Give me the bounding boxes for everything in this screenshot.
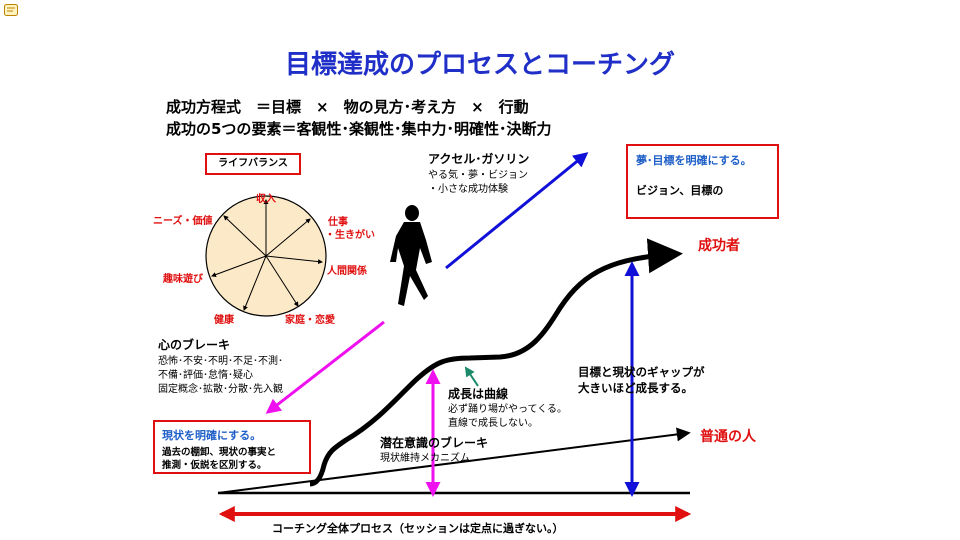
label-work: 仕事 (328, 217, 348, 228)
dream-heading: 夢･目標を明確にする。 (636, 154, 752, 167)
life-balance-box: ライフバランス (205, 153, 301, 175)
memo-icon[interactable] (4, 4, 18, 16)
label-purpose: ・生きがい (325, 230, 375, 241)
label-income: 収入 (256, 194, 276, 205)
success-equation: 成功方程式 ＝目標 × 物の見方･考え方 × 行動 (166, 98, 529, 116)
current-state-box: 現状を明確にする。 過去の棚卸、現状の事実と 推測・仮説を区別する。 (153, 420, 311, 474)
growth-line1: 必ず踊り場がやってくる。 (448, 404, 567, 415)
gap-line1: 目標と現状のギャップが (578, 365, 705, 379)
accelerator-block: アクセル･ガソリン やる気・夢・ビジョン ・小さな成功体験 (428, 150, 529, 197)
life-balance-title: ライフバランス (218, 158, 288, 169)
brake-heading: 心のブレーキ (158, 338, 231, 352)
label-health: 健康 (214, 315, 234, 326)
brake-line3: 固定概念･拡散･分散･先入観 (158, 384, 283, 395)
accelerator-line1: やる気・夢・ビジョン (428, 170, 528, 181)
gap-block: 目標と現状のギャップが 大きいほど成長する。 (578, 364, 705, 396)
success-label: 成功者 (698, 238, 740, 254)
process-label: コーチング全体プロセス（セッションは定点に過ぎない。） (272, 522, 564, 535)
current-heading: 現状を明確にする。 (162, 429, 262, 442)
label-hobby: 趣味遊び (163, 274, 203, 285)
life-balance-wheel (205, 195, 327, 317)
subconscious-line1: 現状維持メカニズム (380, 453, 470, 464)
brake-arrow (265, 320, 385, 414)
label-relationships: 人間関係 (327, 266, 367, 277)
brake-block: 心のブレーキ 恐怖･不安･不明･不足･不測･ 不備･評価･怠惰･疑心 固定概念･… (158, 336, 283, 397)
label-needs: ニーズ・価値 (153, 216, 213, 227)
brake-line2: 不備･評価･怠惰･疑心 (158, 370, 253, 381)
dream-line2: ビジョン、目標の (636, 184, 724, 197)
dream-box: 夢･目標を明確にする。 ビジョン、目標の (626, 144, 779, 219)
accelerator-line2: ・小さな成功体験 (428, 184, 508, 195)
subconscious-heading: 潜在意識のブレーキ (380, 436, 489, 450)
growth-heading: 成長は曲線 (448, 387, 509, 401)
gap-line2: 大きいほど成長する。 (578, 381, 693, 395)
growth-block: 成長は曲線 必ず踊り場がやってくる。 直線で成長しない。 (448, 385, 567, 431)
label-family: 家庭・恋愛 (285, 315, 335, 326)
subconscious-block: 潜在意識のブレーキ 現状維持メカニズム (380, 434, 488, 466)
current-line2: 推測・仮説を区別する。 (162, 460, 267, 471)
page-title: 目標達成のプロセスとコーチング (284, 50, 675, 80)
ordinary-growth-line (217, 427, 691, 494)
runner-icon (390, 205, 432, 306)
brake-line1: 恐怖･不安･不明･不足･不測･ (158, 356, 283, 367)
growth-line2: 直線で成長しない。 (448, 418, 538, 429)
accelerator-heading: アクセル･ガソリン (428, 152, 530, 166)
accelerator-arrow (445, 152, 589, 270)
current-line1: 過去の棚卸、現状の事実と (162, 447, 277, 458)
success-elements: 成功の5つの要素＝客観性･楽観性･集中力･明確性･決断力 (166, 120, 552, 138)
growth-pointer-arrow (464, 366, 479, 387)
ordinary-label: 普通の人 (700, 429, 756, 445)
